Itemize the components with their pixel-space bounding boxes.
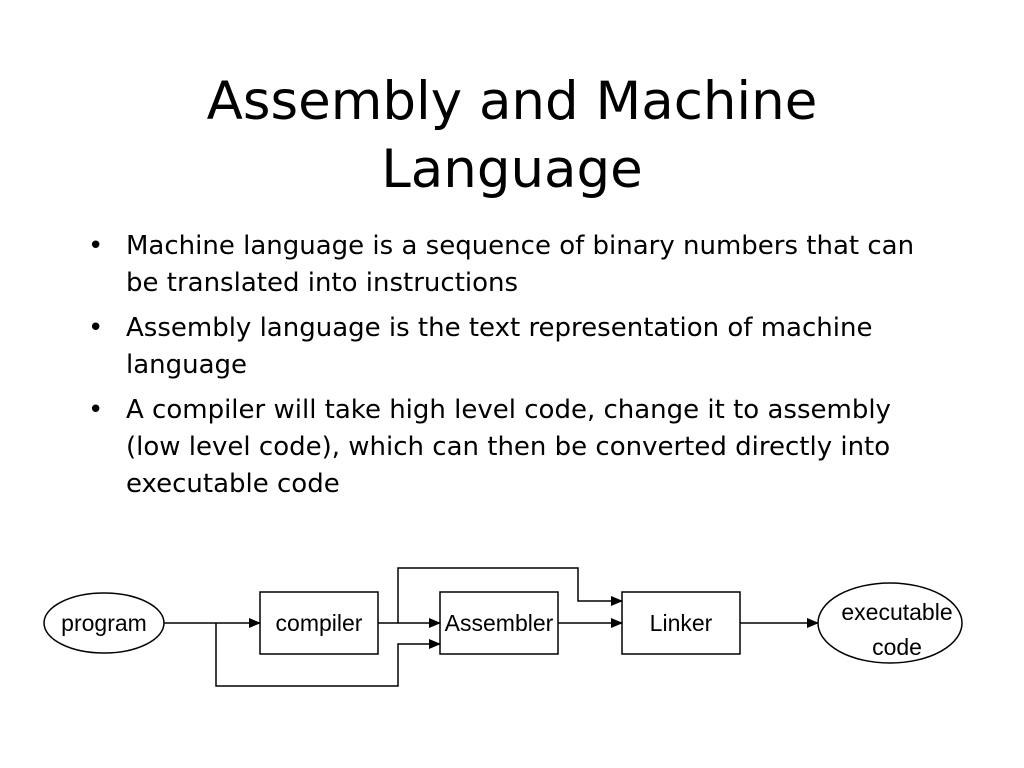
compiler-node: compiler <box>259 591 379 655</box>
program-label: program <box>61 610 147 636</box>
bullet-icon: • <box>88 231 104 261</box>
executable-code-node: executable code <box>817 582 963 664</box>
bullet-list: • Machine language is a sequence of bina… <box>84 228 924 511</box>
bullet-item: • A compiler will take high level code, … <box>84 392 924 503</box>
bullet-text: Assembly language is the text representa… <box>126 313 873 380</box>
slide-title-line-1: Assembly and Machine <box>206 71 818 132</box>
bullet-item: • Assembly language is the text represen… <box>84 310 924 384</box>
bullet-text: Machine language is a sequence of binary… <box>126 231 915 298</box>
executable-label-line-2: code <box>872 634 922 660</box>
bullet-icon: • <box>88 395 104 425</box>
slide-title-line-2: Language <box>381 139 643 200</box>
executable-label-line-1: executable <box>841 599 952 625</box>
bullet-icon: • <box>88 313 104 343</box>
slide-title: Assembly and Machine Language <box>112 68 912 204</box>
arrow-program-bypass-to-assembler <box>215 623 441 687</box>
bullet-text: A compiler will take high level code, ch… <box>126 395 891 499</box>
compiler-label: compiler <box>276 610 363 636</box>
linker-node: Linker <box>621 591 741 655</box>
arrow-compiler-bypass-to-linker <box>397 567 623 623</box>
bullet-item: • Machine language is a sequence of bina… <box>84 228 924 302</box>
assembler-label: Assembler <box>445 610 554 636</box>
program-node: program <box>43 592 165 654</box>
linker-label: Linker <box>650 610 713 636</box>
assembler-node: Assembler <box>439 591 559 655</box>
